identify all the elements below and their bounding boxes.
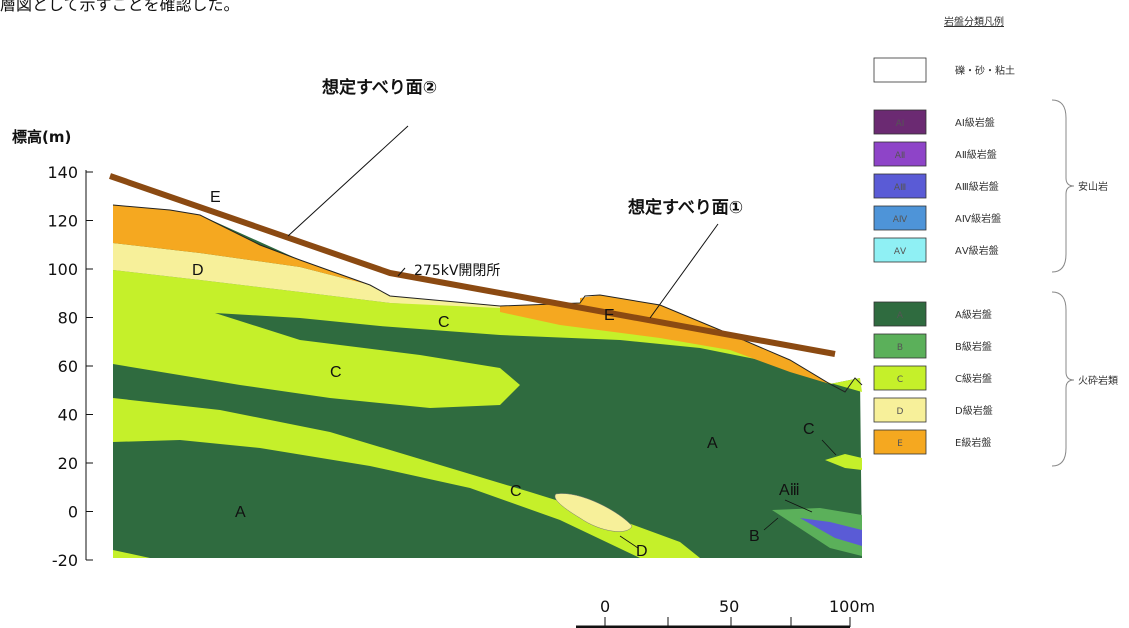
y-tick-label: 120 xyxy=(47,212,78,231)
legend-swatch xyxy=(873,109,927,135)
zone-label-d-lens: D xyxy=(636,543,648,560)
scale-label-50: 50 xyxy=(719,597,739,616)
legend-swatch xyxy=(873,301,927,327)
legend-swatch xyxy=(873,397,927,423)
y-tick-label: 60 xyxy=(58,357,78,376)
scale-label-100: 100m xyxy=(829,597,875,616)
zone-c-lower xyxy=(113,398,700,558)
zone-b xyxy=(772,508,862,556)
zone-label-a-right: A xyxy=(707,435,718,452)
y-tick-label: 100 xyxy=(47,260,78,279)
cross-section xyxy=(112,204,863,558)
legend-swatch-code: AⅡ xyxy=(895,151,906,161)
legend-group-pyroclastic: 火砕岩類 xyxy=(1078,374,1118,387)
facility-leader xyxy=(397,267,406,277)
legend-label: 礫・砂・粘土 xyxy=(955,64,1015,77)
zone-label-b: B xyxy=(749,528,760,545)
y-tick-group: 140 120 100 80 60 40 20 0 -20 xyxy=(47,163,93,570)
legend-swatch-code: AⅣ xyxy=(893,215,908,225)
andesite-brace xyxy=(1051,99,1075,273)
legend-label: AⅢ級岩盤 xyxy=(955,180,999,193)
slip-surface-2-line xyxy=(109,173,836,357)
slip-surface-1-label: 想定すべり面① xyxy=(628,197,743,218)
legend-label: AⅡ級岩盤 xyxy=(955,148,997,161)
d-lens-leader xyxy=(619,535,639,549)
y-tick-label: 140 xyxy=(47,163,78,182)
legend-group-andesite: 安山岩 xyxy=(1078,180,1108,193)
legend-swatch-code: C xyxy=(897,375,903,385)
legend-swatch xyxy=(873,57,927,83)
zone-label-c-middle: C xyxy=(330,364,342,381)
pyroclastic-brace xyxy=(1051,291,1075,467)
legend-swatch xyxy=(873,429,927,455)
y-axis-label: 標高(m) xyxy=(12,128,71,146)
legend-swatch-code: AⅠ xyxy=(896,119,905,129)
slip-surface-1-leader xyxy=(649,223,719,319)
legend-label: B級岩盤 xyxy=(955,340,992,353)
zone-label-c-upper: C xyxy=(438,314,450,331)
legend-item-group: 礫・砂・粘土 AⅠ AⅠ級岩盤 AⅡ AⅡ級岩盤 AⅢ AⅢ級岩盤 AⅣ AⅣ級岩盤 AⅤ AⅤ級岩… xyxy=(873,57,1015,455)
zone-label-e-mid: E xyxy=(604,307,615,324)
zone-a3 xyxy=(800,518,862,546)
legend-swatch xyxy=(873,365,927,391)
scale-label-0: 0 xyxy=(600,597,610,616)
legend-label: AⅣ級岩盤 xyxy=(955,212,1001,225)
scale-bar: 0 50 100m xyxy=(576,597,875,628)
zone-c-bottom-left xyxy=(113,550,150,558)
legend-swatch xyxy=(873,141,927,167)
zone-c-right xyxy=(825,454,862,470)
legend-title: 岩盤分類凡例 xyxy=(944,15,1004,28)
zone-label-a-left: A xyxy=(235,504,246,521)
y-tick-label: 20 xyxy=(58,454,78,473)
ground-surface xyxy=(112,204,863,393)
zone-label-a3: Aⅲ xyxy=(779,482,800,499)
legend-swatch-code: E xyxy=(897,439,903,449)
slip-surfaces xyxy=(109,125,836,357)
a3-leader xyxy=(784,499,813,513)
legend-swatch-code: AⅢ xyxy=(894,183,906,193)
slip-surface-2-leader xyxy=(287,125,409,237)
legend: 岩盤分類凡例 礫・砂・粘土 AⅠ AⅠ級岩盤 AⅡ AⅡ級岩盤 AⅢ AⅢ級岩盤 AⅣ AⅣ級岩… xyxy=(873,15,1118,467)
legend-swatch-code: B xyxy=(897,343,903,353)
legend-swatch-code: AⅤ xyxy=(894,247,907,257)
zone-label-d-top: D xyxy=(192,262,204,279)
zone-e-top xyxy=(113,205,390,296)
legend-label: C級岩盤 xyxy=(955,372,992,385)
legend-swatch xyxy=(873,205,927,231)
b-leader xyxy=(763,517,779,531)
legend-swatch xyxy=(873,173,927,199)
y-tick-label: 80 xyxy=(58,309,78,328)
zone-d-lens xyxy=(554,493,633,532)
y-tick-label: 40 xyxy=(58,406,78,425)
c-right-leader xyxy=(821,439,837,456)
legend-label: AⅤ級岩盤 xyxy=(955,244,999,257)
facility-label: 275kV開閉所 xyxy=(414,263,500,279)
y-tick-label: -20 xyxy=(52,551,78,570)
legend-label: A級岩盤 xyxy=(955,308,992,321)
y-axis: 標高(m) 140 120 100 80 60 40 20 0 -20 xyxy=(12,128,93,570)
legend-swatch xyxy=(873,237,927,263)
zone-label-e-top: E xyxy=(210,189,221,206)
y-tick-label: 0 xyxy=(68,503,78,522)
zone-label-c-lower: C xyxy=(510,483,522,500)
legend-label: E級岩盤 xyxy=(955,436,991,449)
header-text: 層図として示すことを確認した。 xyxy=(0,0,240,14)
zone-label-c-right: C xyxy=(803,421,815,438)
zone-e-mid xyxy=(500,295,830,384)
legend-label: AⅠ級岩盤 xyxy=(955,116,995,129)
slip-surface-2-label: 想定すべり面② xyxy=(322,77,437,98)
zone-c-upper xyxy=(113,270,862,408)
legend-swatch-code: D xyxy=(897,407,904,417)
legend-swatch xyxy=(873,333,927,359)
zone-d-top xyxy=(113,243,500,308)
legend-label: D級岩盤 xyxy=(955,404,993,417)
legend-swatch-code: A xyxy=(897,311,904,321)
